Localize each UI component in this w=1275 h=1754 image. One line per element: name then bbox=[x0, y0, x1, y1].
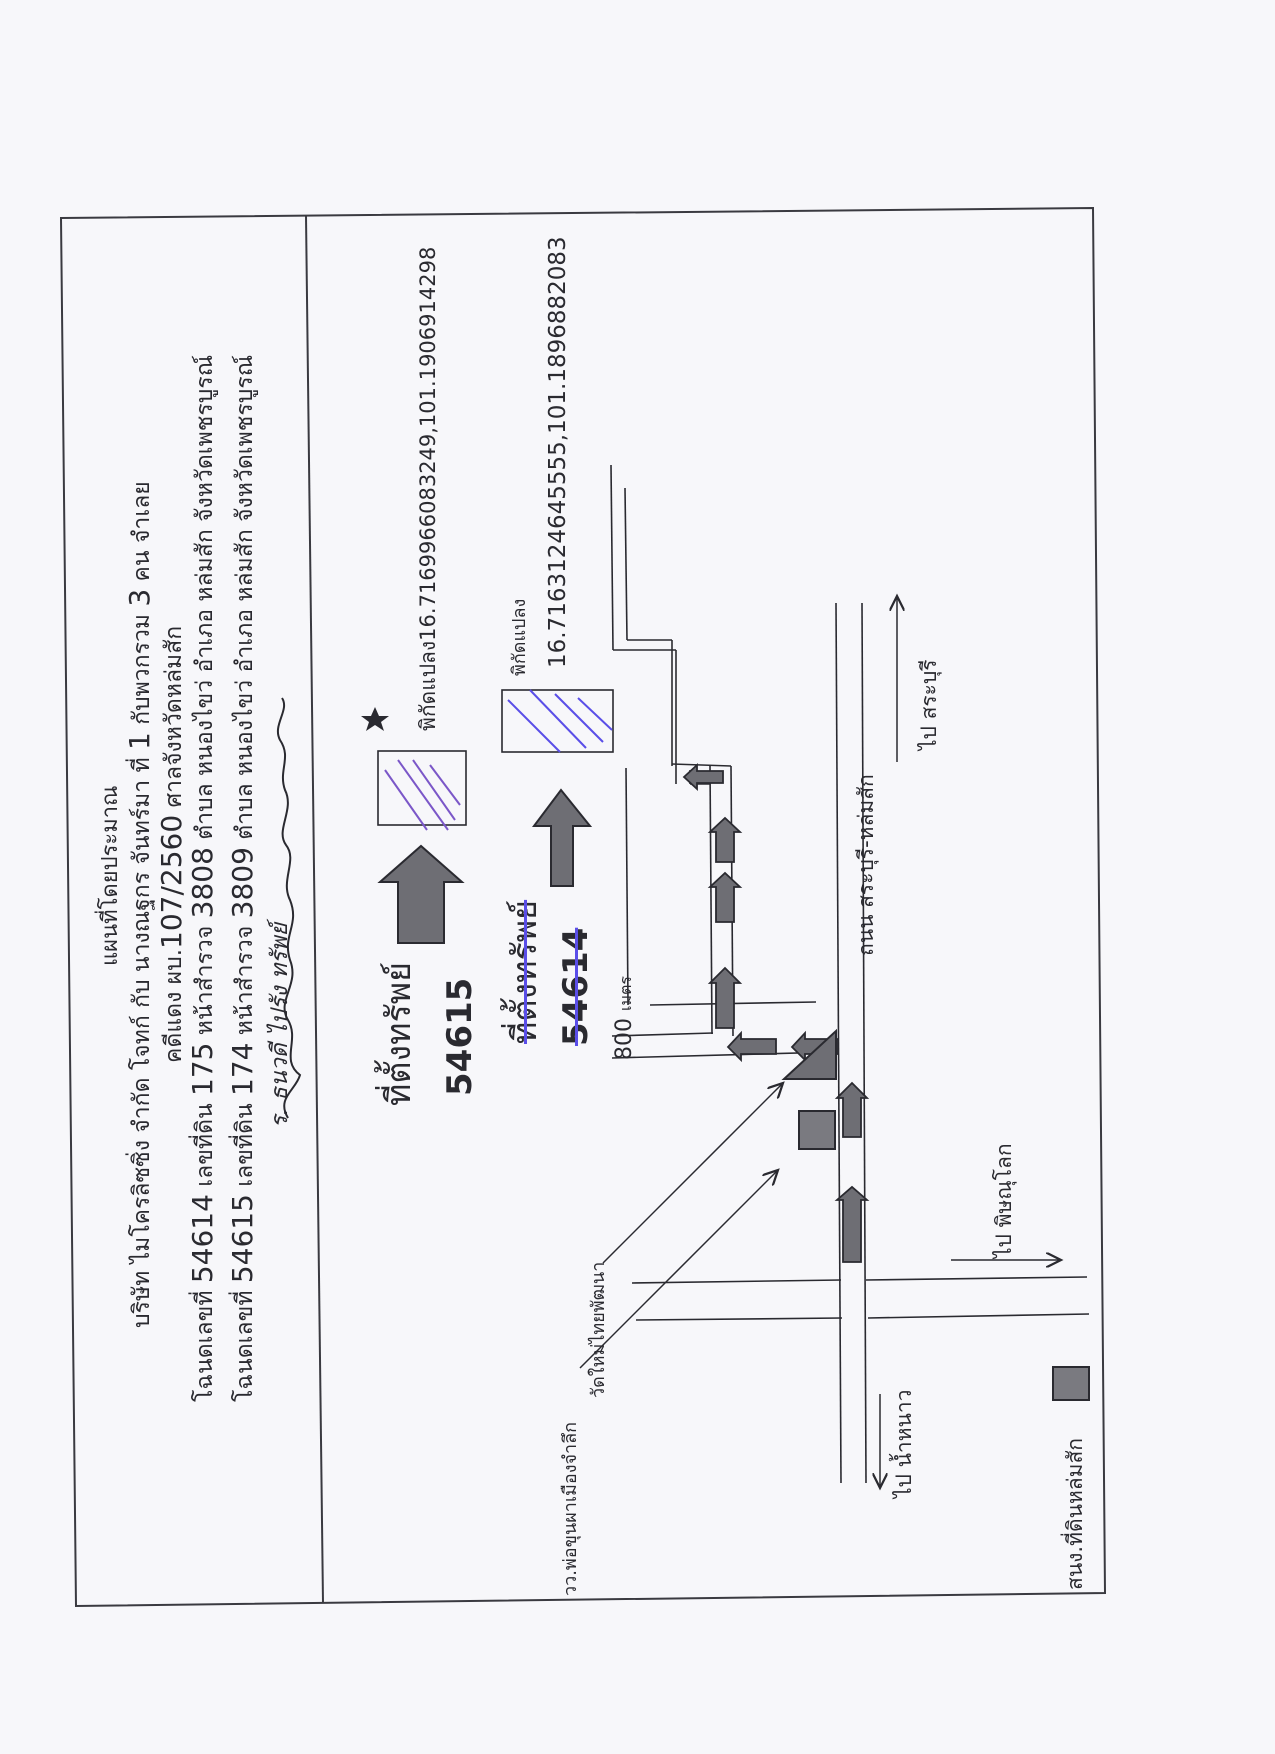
statue-label: วว.พ่อขุนผาเมืองจำลึก bbox=[560, 1421, 581, 1596]
pointer-statue bbox=[579, 1170, 778, 1369]
deed-number: 54615 bbox=[226, 1194, 259, 1284]
deed-number: 54614 bbox=[186, 1194, 219, 1284]
parties-prefix: บริษัท ไมโครลิซซิ่ง จำกัด โจทก์ กับ นางณ… bbox=[129, 757, 155, 1328]
land-label: เลขที่ดิน bbox=[232, 1103, 258, 1187]
big-arrow-upper bbox=[377, 844, 465, 944]
case-number: 107/2560 bbox=[155, 814, 188, 949]
deed-54615-line: โฉนดเลขที่ 54615 เลขที่ดิน 174 หน้าสำรวจ… bbox=[226, 355, 263, 1402]
case-court: ศาลจังหวัดหล่มสัก bbox=[161, 625, 187, 808]
signature-scribble bbox=[277, 697, 302, 1119]
land-office-label: สนง.ที่ดินหล่มสัก bbox=[1063, 1437, 1087, 1590]
deed-location: ตำบล หนองไขว่ อำเภอ หล่มสัก จังหวัดเพชรบ… bbox=[192, 354, 218, 840]
land-label: เลขที่ดิน bbox=[192, 1103, 218, 1187]
coordinate-plot-2-value: 16.7163124645555,101.1896882083 bbox=[545, 236, 571, 668]
plot-54614 bbox=[501, 689, 614, 753]
survey-label: หน้าสำรวจ bbox=[192, 925, 218, 1036]
property-label-upper: ที่ตั้งทรัพย์ bbox=[379, 961, 419, 1106]
property-number-lower-text: 54614 bbox=[556, 927, 596, 1046]
survey-number: 3809 bbox=[226, 847, 259, 919]
deed-label: โฉนดเลขที่ bbox=[232, 1290, 258, 1402]
roads bbox=[610, 464, 1090, 1484]
land-office-marker-icon bbox=[1052, 1366, 1090, 1401]
coordinate-plot-1: พิกัดแปลง16.7169966083249,101.1906914298 bbox=[416, 246, 440, 731]
statue-marker-icon bbox=[781, 1028, 837, 1080]
parties-suffix: คน จำเลย bbox=[129, 481, 155, 582]
pointer-temple bbox=[602, 1083, 783, 1264]
big-arrow-lower bbox=[532, 788, 593, 887]
distance-value: 800 bbox=[612, 1018, 637, 1060]
parties-count: 3 bbox=[123, 588, 156, 607]
distance-unit: เมตร bbox=[616, 976, 635, 1011]
property-arrows bbox=[377, 788, 593, 944]
temple-label: วัดใหม่ไทยพัฒนา bbox=[588, 1261, 609, 1398]
survey-label: หน้าสำรวจ bbox=[232, 925, 258, 1036]
distance-label: 800 เมตร bbox=[612, 976, 639, 1060]
survey-number: 3808 bbox=[186, 847, 219, 919]
to-phitsanulok-label: ไป พิษณุโลก bbox=[992, 1143, 1016, 1258]
plot-54615 bbox=[377, 750, 467, 831]
road-label: ถนน สระบุรี-หล่มสัก bbox=[854, 774, 878, 956]
star-icon bbox=[361, 707, 389, 731]
property-number-lower: 54614 bbox=[556, 928, 596, 1046]
highway-line-right bbox=[861, 602, 867, 1484]
property-label-lower: ที่ตั้งทรัพย์ bbox=[497, 900, 551, 1044]
deed-54614-line: โฉนดเลขที่ 54614 เลขที่ดิน 175 หน้าสำรวจ… bbox=[186, 355, 223, 1402]
map-title: แผนที่โดยประมาณ bbox=[98, 785, 123, 966]
temple-marker-icon bbox=[798, 1110, 836, 1150]
to-saraburi-label: ไป สระบุรี bbox=[917, 659, 941, 750]
land-number: 174 bbox=[226, 1042, 259, 1096]
property-number-upper: 54615 bbox=[440, 977, 480, 1096]
parties-number: 1 bbox=[123, 732, 156, 751]
case-prefix: คดีแดง ผบ. bbox=[161, 948, 187, 1063]
outer-frame bbox=[59, 206, 1107, 1608]
signature: ร. ธนวดี ไปรัง ทรัพย์ bbox=[267, 922, 293, 1128]
to-nam-nao-label: ไป น้ำหนาว bbox=[892, 1389, 916, 1499]
deed-location: ตำบล หนองไขว่ อำเภอ หล่มสัก จังหวัดเพชรบ… bbox=[232, 354, 258, 840]
land-number: 175 bbox=[186, 1042, 219, 1096]
coordinate-plot-2-label: พิกัดแปลง bbox=[509, 598, 530, 676]
direction-arrows bbox=[579, 596, 1061, 1488]
parties-middle: กับพวกรวม bbox=[129, 613, 155, 725]
deed-label: โฉนดเลขที่ bbox=[192, 1290, 218, 1402]
property-label-lower-text: ที่ตั้งทรัพย์ bbox=[505, 899, 545, 1044]
